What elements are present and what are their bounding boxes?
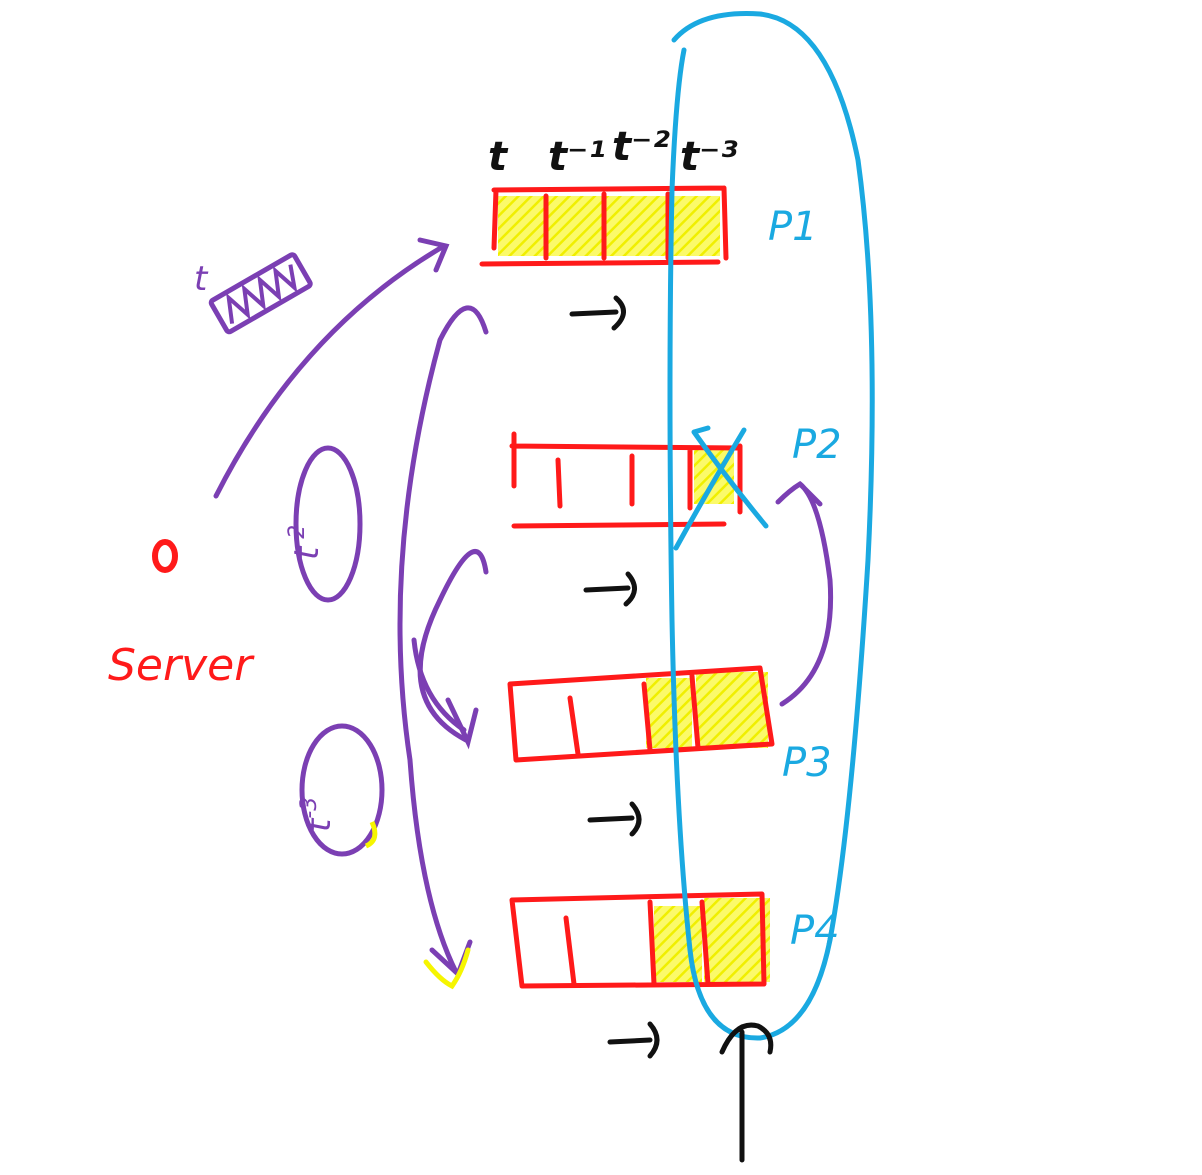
- loop-label-t-2: t-2: [285, 445, 363, 603]
- arrow-p3-to-p2: [775, 480, 834, 707]
- time-label-t: t: [488, 134, 509, 180]
- loop-text-t-2: t-2: [285, 525, 327, 560]
- arrow-cross-return: [411, 637, 467, 733]
- server-dot-icon: [152, 539, 178, 573]
- process-label-p2: P2: [792, 422, 842, 468]
- arrow-to-p3-cross: [417, 549, 489, 750]
- buffer-p3-slot-3-highlight: [696, 672, 768, 748]
- loop-label-t-3: t-3: [297, 723, 385, 857]
- shift-arrows: [569, 295, 660, 1059]
- buffer-p1-slot-1-highlight: [548, 196, 602, 256]
- yellow-scribble: [423, 947, 471, 990]
- loop-handle: [719, 1022, 774, 1163]
- shift-arrow-p1: [569, 295, 626, 331]
- buffer-p4-slot-3-highlight: [704, 898, 770, 982]
- loop-circle-t-3: [299, 723, 385, 857]
- packet-box: [208, 252, 313, 335]
- buffer-p1-slot-3-highlight: [672, 196, 720, 256]
- buffer-p1: [479, 185, 729, 267]
- packet-label: t: [194, 259, 209, 299]
- shift-arrow-p4: [607, 1021, 660, 1059]
- server-arrows: [213, 237, 834, 979]
- buffer-p2-cross-icon: [673, 425, 769, 551]
- buffer-p3-slot-2-highlight: [646, 678, 692, 748]
- loop-t-3-yellow-mark: [364, 820, 378, 849]
- buffer-p1-slot-2-highlight: [606, 196, 668, 256]
- loop-circle-t-2: [293, 445, 363, 603]
- buffer-p3-outline: [507, 665, 775, 763]
- time-label-t-2: t⁻²: [612, 124, 670, 170]
- packet: t: [194, 252, 313, 335]
- shift-arrow-p2: [583, 571, 637, 607]
- time-labels: t t⁻¹ t⁻² t⁻³: [488, 124, 738, 180]
- process-label-p1: P1: [768, 204, 818, 250]
- packet-scribble: [226, 264, 298, 324]
- arrow-to-p1: [213, 237, 450, 499]
- buffer-p1-slot-0-highlight: [498, 196, 544, 256]
- buffer-p2: [509, 425, 769, 551]
- buffer-p4-outline: [509, 891, 767, 989]
- loop-text-t-3: t-3: [297, 797, 339, 832]
- process-label-p3: P3: [782, 740, 832, 786]
- shift-arrow-p3: [587, 801, 642, 837]
- time-label-t-3: t⁻³: [680, 134, 738, 180]
- buffer-p1-outline: [479, 185, 729, 267]
- process-labels: P1 P2 P3 P4: [768, 204, 842, 954]
- buffer-p4: [509, 891, 770, 989]
- buffer-p2-outline: [509, 431, 743, 529]
- selection-loop: [667, 11, 875, 1041]
- server: Server: [108, 539, 255, 691]
- buffer-p3: [507, 665, 775, 763]
- server-label: Server: [108, 640, 255, 691]
- time-label-t-1: t⁻¹: [548, 134, 606, 180]
